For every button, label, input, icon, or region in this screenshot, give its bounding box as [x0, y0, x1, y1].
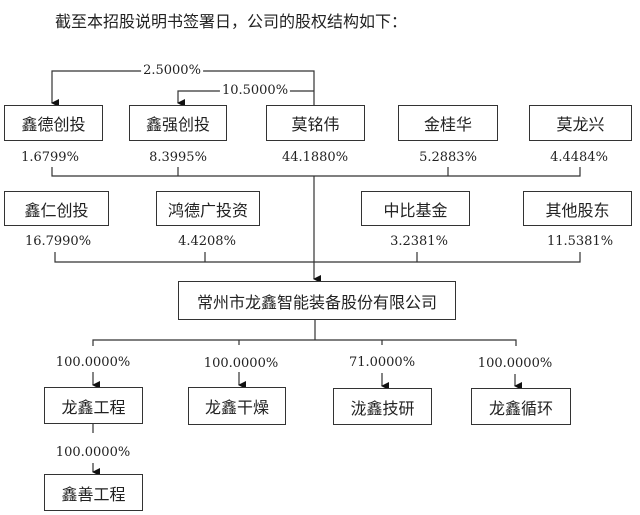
- shareholder-pct: 44.1880%: [279, 150, 351, 165]
- shareholder-box: 鑫仁创投: [4, 191, 109, 226]
- shareholder-box: 鑫德创投: [4, 105, 103, 141]
- shareholder-pct: 5.2883%: [417, 150, 479, 165]
- shareholder-box: 鑫强创投: [129, 105, 227, 141]
- subsidiary-box: 泷鑫技研: [333, 388, 432, 425]
- shareholder-pct: 11.5381%: [544, 234, 616, 249]
- shareholder-box: 莫铭伟: [266, 105, 365, 141]
- shareholder-box: 莫龙兴: [529, 105, 632, 141]
- company-box: 常州市龙鑫智能装备股份有限公司: [178, 281, 456, 320]
- sub-subsidiary-box: 鑫善工程: [44, 474, 143, 511]
- shareholder-pct: 3.2381%: [388, 234, 450, 249]
- subsidiary-pct: 100.0000%: [201, 356, 281, 371]
- subsidiary-box: 龙鑫干燥: [188, 387, 286, 425]
- shareholder-pct: 4.4484%: [548, 150, 610, 165]
- shareholder-box: 鸿德广投资: [156, 191, 260, 226]
- shareholder-box: 中比基金: [361, 191, 470, 226]
- shareholder-box: 金桂华: [398, 105, 498, 141]
- cross-holding-pct: 10.5000%: [219, 83, 291, 98]
- shareholder-pct: 8.3995%: [147, 150, 209, 165]
- subsidiary-pct: 71.0000%: [346, 355, 418, 370]
- subsidiary-pct: 100.0000%: [53, 355, 133, 370]
- shareholder-pct: 4.4208%: [176, 234, 238, 249]
- shareholder-pct: 16.7990%: [22, 234, 94, 249]
- shareholder-box: 其他股东: [523, 191, 632, 226]
- subsidiary-box: 龙鑫工程: [44, 387, 143, 424]
- shareholder-pct: 1.6799%: [19, 150, 81, 165]
- intro-text: 截至本招股说明书签署日，公司的股权结构如下：: [55, 12, 408, 31]
- subsidiary-pct: 100.0000%: [475, 356, 555, 371]
- subsidiary-box: 龙鑫循环: [471, 388, 571, 425]
- sub-subsidiary-pct: 100.0000%: [53, 445, 133, 460]
- cross-holding-pct: 2.5000%: [141, 63, 203, 78]
